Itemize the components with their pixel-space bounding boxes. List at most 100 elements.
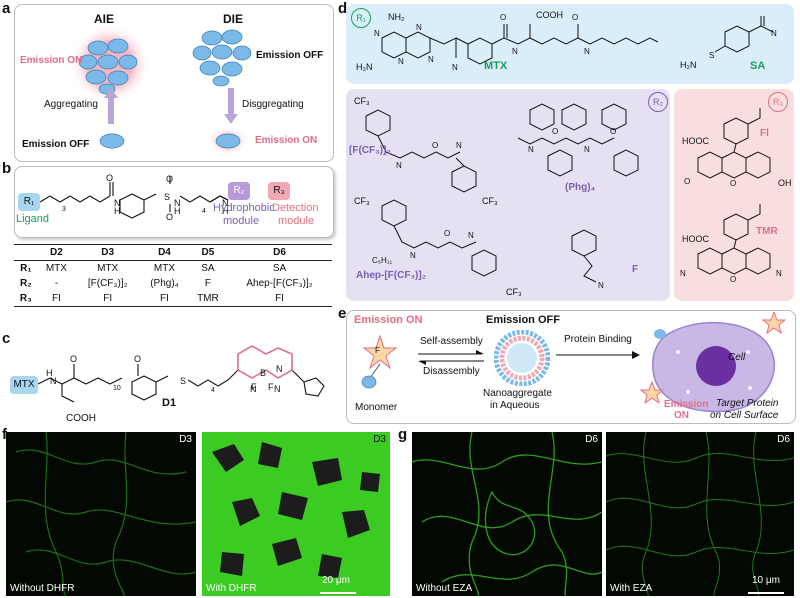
nanoaggregate-label: Nanoaggregate: [483, 388, 552, 399]
svg-text:N: N: [222, 198, 229, 208]
f-label: F: [632, 264, 639, 275]
oh-label: OH: [778, 178, 792, 188]
aggregating-label: Aggregating: [44, 99, 98, 110]
svg-text:O: O: [166, 212, 173, 222]
mtx-nh2-bottom: H₂N: [356, 62, 373, 72]
r3-box: [674, 89, 794, 301]
die-title: DIE: [223, 12, 244, 26]
svg-text:N: N: [410, 251, 416, 260]
e-emission2-a: Emission: [664, 399, 709, 410]
c-sub10: 10: [113, 385, 121, 392]
panel-e-frame: [346, 310, 796, 424]
with-dhfr-label: With DHFR: [206, 583, 257, 594]
aie-emission-on: Emission ON: [20, 55, 83, 66]
table-header: D4: [158, 247, 171, 258]
nanoaggregate-graphic: [494, 330, 550, 386]
table-cell: R₁: [20, 263, 32, 274]
cf3-a: CF₃: [354, 96, 370, 106]
on-cell-surface-label: on Cell Surface: [710, 410, 779, 421]
fcf3-label: [F(CF₃)]₂: [349, 145, 391, 156]
sub4: 4: [202, 208, 206, 215]
d3-tag-left: D3: [179, 434, 192, 445]
table-cell: [F(CF₃)]₂: [87, 278, 128, 289]
svg-text:S: S: [164, 192, 170, 202]
table-cell: FI: [51, 293, 61, 304]
svg-text:O: O: [134, 354, 141, 364]
table-header: D5: [201, 247, 215, 258]
svg-text:O: O: [166, 174, 173, 184]
cf3-d: CF₃: [506, 287, 522, 297]
without-dhfr-label: Without DHFR: [10, 583, 75, 594]
r2-circle: R₂: [648, 92, 668, 112]
panel-label-e: e: [338, 305, 347, 322]
table-cell: FI: [275, 293, 284, 304]
table-cell: Ahep-[F(CF₃)]₂: [246, 278, 313, 289]
r3-chip: R₃: [268, 182, 290, 200]
d1-label: D1: [162, 397, 177, 409]
tmr-label: TMR: [756, 226, 778, 237]
r3-circle: R₃: [768, 92, 788, 112]
c-n: N: [276, 364, 283, 374]
svg-text:N: N: [398, 57, 404, 66]
mtx-label: MTX: [484, 60, 508, 72]
hydrophobic-module-label: module: [223, 215, 260, 227]
table-header-row: D2 D3 D4 D5 D6: [14, 244, 332, 261]
sa-structure: SN: [709, 16, 777, 60]
cell-label: Cell: [728, 352, 746, 363]
svg-text:O: O: [730, 275, 736, 284]
down-arrow-icon: [224, 88, 238, 124]
svg-text:N: N: [396, 161, 402, 170]
monomer-graphic: [361, 334, 398, 389]
svg-text:S: S: [180, 376, 186, 386]
panel-label-a: a: [2, 0, 11, 17]
ahep-label: Ahep-[F(CF₃)]₂: [356, 270, 427, 281]
disaggregating-label: Disggregating: [242, 99, 304, 110]
svg-text:O: O: [730, 179, 736, 188]
cf3-b: CF₃: [482, 196, 498, 206]
aie-aggregate-graphic: [70, 24, 150, 104]
svg-text:O: O: [552, 127, 558, 136]
mtx-chip: MTX: [10, 376, 38, 394]
table-cell: R₂: [19, 278, 32, 289]
panel-label-b: b: [2, 160, 12, 177]
protein-binding-label: Protein Binding: [564, 334, 632, 345]
svg-text:N: N: [776, 269, 782, 278]
panel-label-d: d: [338, 0, 348, 17]
sa-label: SA: [750, 60, 766, 72]
c-cooh: COOH: [66, 413, 96, 424]
sa-h2n: H₂N: [680, 60, 697, 70]
hooc-fl: HOOC: [682, 136, 709, 146]
table-header: [14, 245, 38, 261]
ligand-label: Ligand: [16, 213, 50, 225]
table-row: R₁ MTX MTX MTX SA SA: [14, 261, 332, 277]
svg-text:O: O: [684, 177, 690, 186]
svg-text:O: O: [444, 229, 450, 238]
r2-box: [346, 89, 670, 301]
compound-table: D2 D3 D4 D5 D6 R₁ MTX MTX MTX SA SA R₂ -…: [14, 244, 332, 307]
table-cell: FI: [160, 293, 169, 304]
table-cell: SA: [201, 263, 215, 274]
table-cell: MTX: [45, 263, 67, 274]
self-assembly-label: Self-assembly: [420, 336, 483, 347]
micrograph-with-dhfr: With DHFR D3 20 μm: [202, 432, 390, 596]
micrograph-without-eza: Without EZA D6: [412, 432, 602, 596]
micrograph-without-dhfr: Without DHFR D3: [6, 432, 196, 596]
fl-label: Fl: [760, 128, 769, 139]
svg-text:N: N: [250, 384, 257, 394]
scale-label-g: 10 μm: [752, 575, 780, 586]
cell-graphic: [639, 312, 787, 413]
table-header: D2: [49, 247, 63, 258]
r1-circle: R₁: [351, 8, 371, 28]
svg-text:N: N: [771, 29, 777, 38]
svg-text:N: N: [416, 23, 422, 32]
table-cell: R₃: [19, 293, 32, 304]
c-f1: F: [251, 382, 257, 392]
d6-tag-left: D6: [585, 434, 598, 445]
svg-text:N: N: [584, 47, 590, 56]
emission-on-monomer: Emission ON: [255, 135, 318, 146]
svg-text:O: O: [70, 354, 77, 364]
monomer-off-graphic: [99, 133, 125, 149]
binding-arrow: [556, 351, 640, 359]
